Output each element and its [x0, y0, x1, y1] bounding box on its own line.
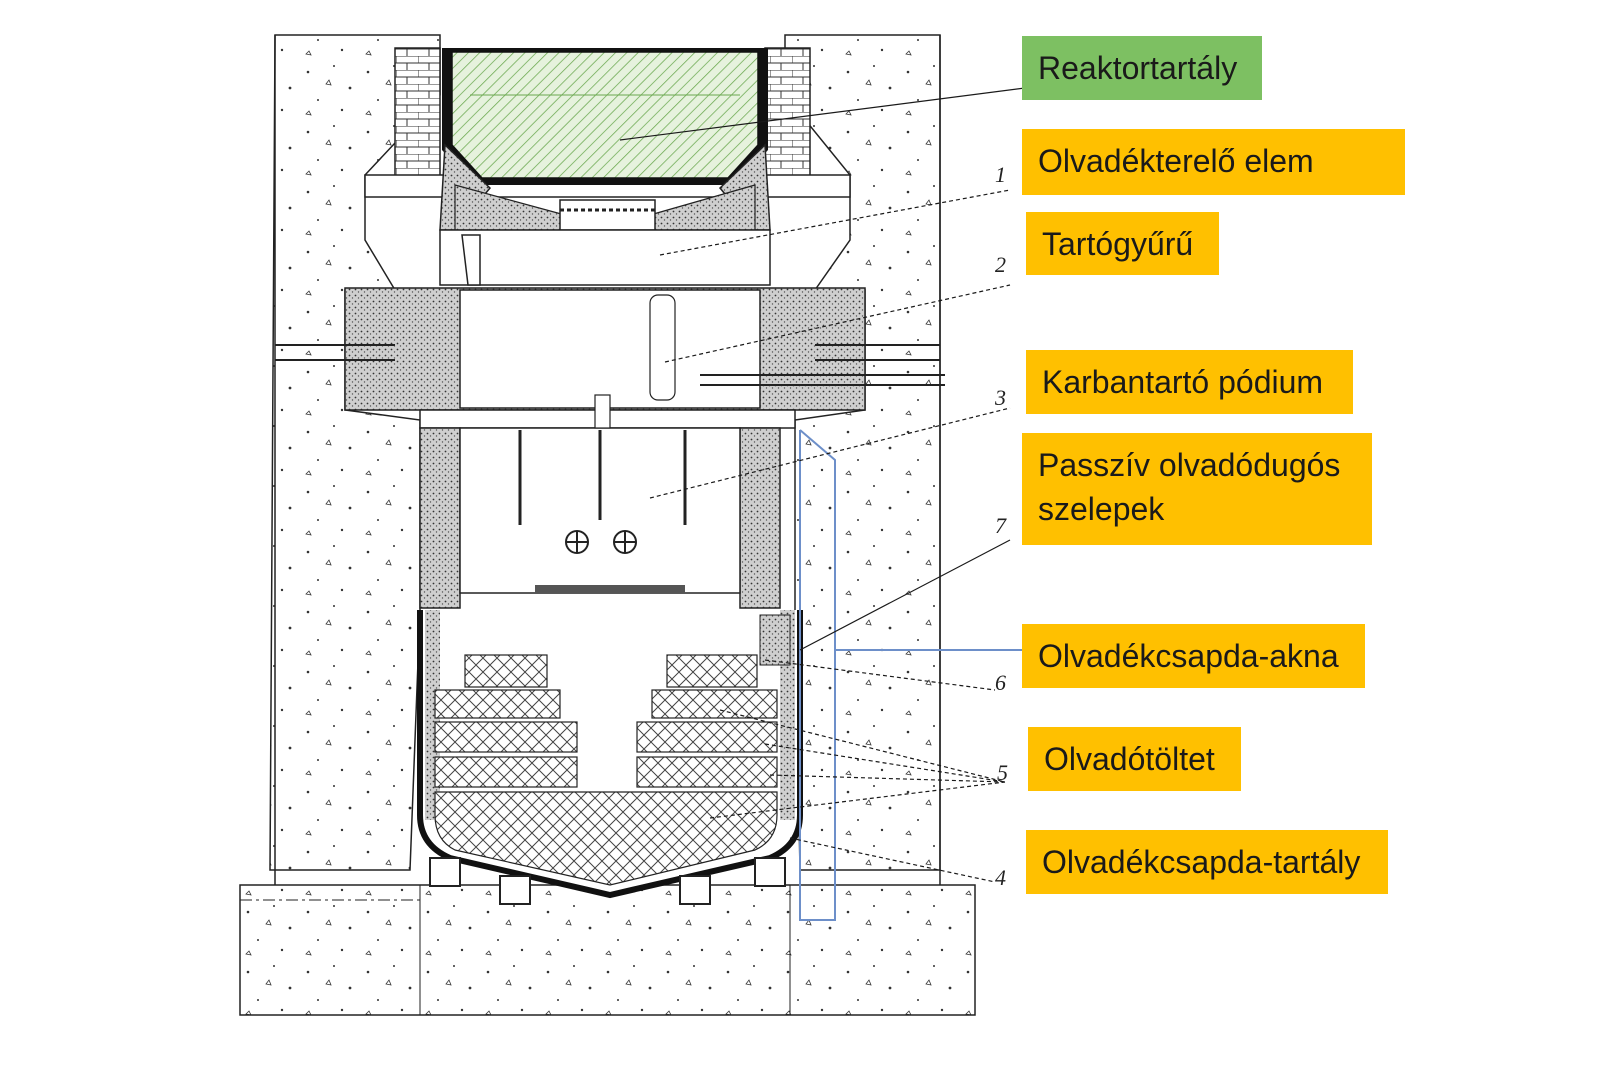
item-number-5: 5	[997, 760, 1008, 785]
vessel-supports	[429, 857, 786, 905]
leader-lines	[619, 87, 1026, 883]
label-trap-shaft: Olvadékcsapda-akna	[1022, 624, 1365, 688]
passive-fuse-plug-valves	[565, 530, 637, 554]
item-number-3: 3	[994, 385, 1006, 410]
label-passive-valves: Passzív olvadódugós szelepek	[1022, 433, 1372, 545]
fuse-charge	[434, 654, 778, 886]
label-melt-guide: Olvadékterelő elem	[1022, 129, 1405, 195]
label-reactor-vessel: Reaktortartály	[1022, 36, 1262, 100]
label-support-ring: Tartógyűrű	[1026, 212, 1219, 275]
valve-chamber	[419, 394, 781, 609]
label-service-platform: Karbantartó pódium	[1026, 350, 1353, 414]
item-number-7: 7	[995, 513, 1007, 538]
reactor-vessel	[442, 48, 768, 185]
concrete-structure	[239, 34, 976, 1016]
item-number-4: 4	[995, 865, 1006, 890]
item-number-2: 2	[995, 252, 1006, 277]
label-trap-vessel: Olvadékcsapda-tartály	[1026, 830, 1388, 894]
label-fuse-charge: Olvadótöltet	[1028, 727, 1241, 791]
item-number-6: 6	[995, 670, 1006, 695]
drain-pipe	[799, 429, 1028, 921]
item-number-1: 1	[995, 162, 1006, 187]
support-ring	[275, 229, 940, 411]
